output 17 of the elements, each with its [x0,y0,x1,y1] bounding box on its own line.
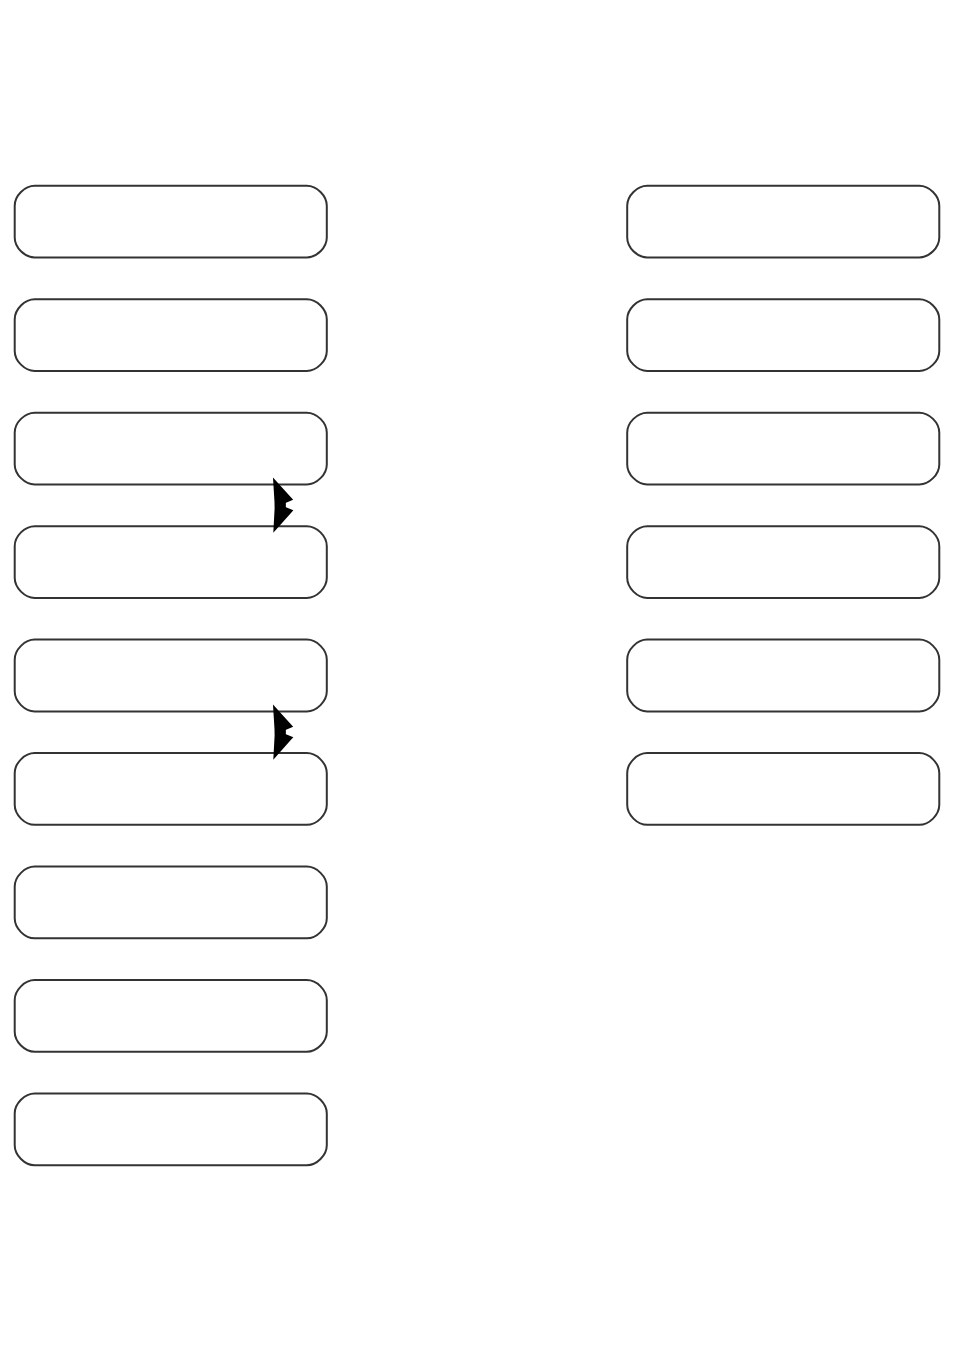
arrow [272,703,294,760]
node-box [13,297,328,372]
node-box [13,638,328,712]
node-box [626,411,941,485]
node-box [626,751,941,826]
node-box [626,524,941,599]
arrow [272,476,294,533]
node-box [626,297,941,372]
node-box [13,524,328,599]
node-box [13,1092,328,1166]
node-box [626,638,941,712]
node-box [13,751,328,826]
node-box [13,411,328,485]
node-box [13,978,328,1053]
node-box [626,184,941,258]
node-box [13,865,328,939]
node-box [13,184,328,258]
